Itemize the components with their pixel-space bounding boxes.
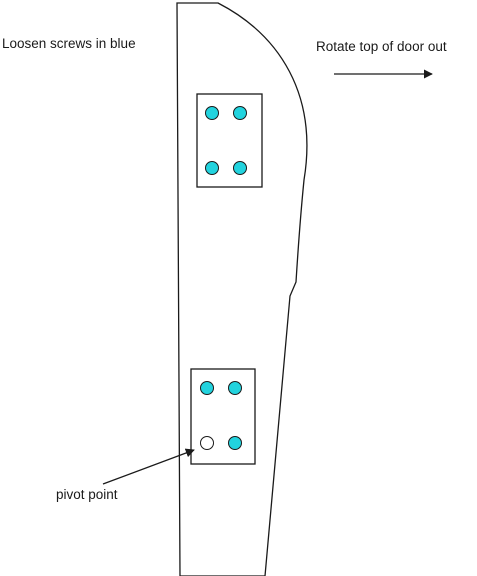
top-hinge-screw-2 [233,106,247,120]
top-hinge-screw-4 [233,161,247,175]
bottom-hinge-plate [190,368,256,465]
bottom-hinge-screw-1 [200,381,214,395]
bottom-hinge-screw-3 [228,436,242,450]
bottom-hinge-screw-2 [228,381,242,395]
top-hinge-plate [196,93,263,188]
top-hinge-screw-1 [205,106,219,120]
loosen-screws-label: Loosen screws in blue [2,36,136,51]
pivot-screw [200,436,214,450]
top-hinge-screw-3 [205,161,219,175]
pivot-arrow [102,448,195,485]
door-outline [176,2,308,576]
pivot-point-label: pivot point [56,487,118,502]
rotate-door-label: Rotate top of door out [316,39,447,54]
